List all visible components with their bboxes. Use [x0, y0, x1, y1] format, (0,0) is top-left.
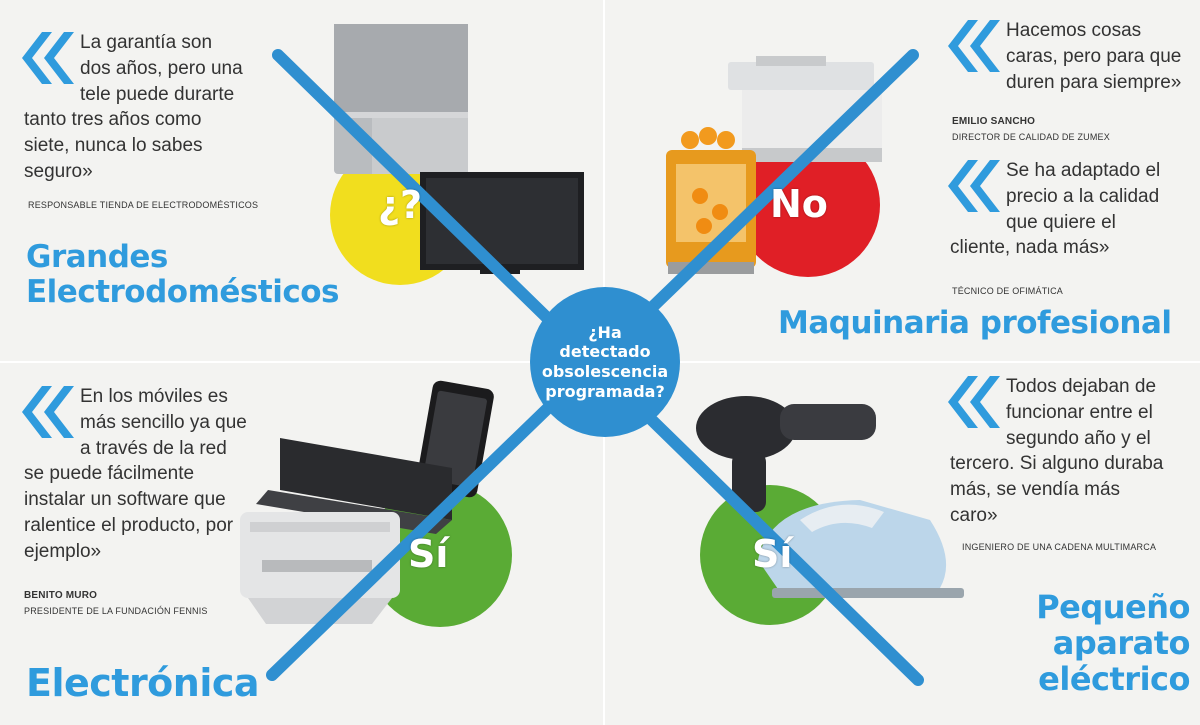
- center-question-circle: ¿Ha detectado obsolescencia programada?: [530, 287, 680, 437]
- quote-text: Se ha adaptado el precio a la calidad qu…: [950, 160, 1161, 259]
- quote-text: Hacemos cosas caras, pero para que duren…: [1006, 20, 1182, 93]
- quote-text: Todos dejaban de funcionar entre el segu…: [950, 376, 1164, 527]
- printer-icon: [240, 512, 400, 624]
- attribution-role: Técnico de ofimática: [952, 286, 1064, 296]
- quote-top-left: La garantía son dos años, pero una tele …: [22, 30, 244, 185]
- double-chevron-quote-icon: [948, 160, 1000, 212]
- title-line-2: aparato eléctrico: [1038, 623, 1190, 698]
- title-top-right: Maquinaria profesional: [778, 305, 1172, 341]
- title-line-2: Electrodomésticos: [26, 273, 339, 310]
- fridge-icon: [334, 24, 468, 174]
- attribution-name: Benito Muro: [24, 590, 98, 601]
- attribution-name: Emilio Sancho: [952, 116, 1036, 127]
- attribution-top-left: Responsable tienda de electrodomésticos: [28, 200, 258, 210]
- juicer-icon: [666, 127, 756, 274]
- double-chevron-quote-icon: [948, 20, 1000, 72]
- double-chevron-quote-icon: [948, 376, 1000, 428]
- attribution-top-right-2: Técnico de ofimática: [952, 286, 1063, 296]
- attribution-role: Presidente de la Fundación Fennis: [24, 606, 208, 616]
- answer-label-top-right: No: [770, 182, 828, 226]
- answer-label-bottom-left: Sí: [408, 532, 449, 576]
- title-bottom-left: Electrónica: [26, 661, 260, 705]
- television-icon: [420, 172, 584, 274]
- answer-label-bottom-right: Sí: [752, 532, 793, 576]
- answer-label-top-left: ¿?: [378, 183, 423, 227]
- quote-bottom-right: Todos dejaban de funcionar entre el segu…: [948, 374, 1172, 529]
- quote-text: En los móviles es más sencillo ya que a …: [24, 386, 247, 562]
- double-chevron-quote-icon: [22, 32, 74, 84]
- hair-dryer-icon: [696, 396, 876, 512]
- attribution-top-right-1: Emilio Sancho Director de calidad de Zum…: [952, 116, 1110, 142]
- title-bottom-right: Pequeño aparato eléctrico: [900, 588, 1190, 698]
- double-chevron-quote-icon: [22, 386, 74, 438]
- title-line-1: Grandes: [26, 239, 168, 275]
- attribution-role: Ingeniero de una cadena multimarca: [962, 542, 1157, 552]
- quote-top-right-2: Se ha adaptado el precio a la calidad qu…: [948, 158, 1180, 261]
- attribution-role: Responsable tienda de electrodomésticos: [28, 200, 259, 210]
- title-line-1: Pequeño: [1036, 588, 1190, 626]
- quote-bottom-left: En los móviles es más sencillo ya que a …: [22, 384, 252, 565]
- center-question: ¿Ha detectado obsolescencia programada?: [541, 322, 669, 401]
- attribution-role: Director de calidad de Zumex: [952, 132, 1110, 142]
- title-top-left: Grandes Electrodomésticos: [26, 240, 339, 309]
- answer-circle-top-right: [736, 133, 880, 277]
- attribution-bottom-left: Benito Muro Presidente de la Fundación F…: [24, 590, 208, 616]
- quote-text: La garantía son dos años, pero una tele …: [24, 32, 243, 183]
- attribution-bottom-right: Ingeniero de una cadena multimarca: [962, 542, 1156, 552]
- quote-top-right-1: Hacemos cosas caras, pero para que duren…: [948, 18, 1182, 95]
